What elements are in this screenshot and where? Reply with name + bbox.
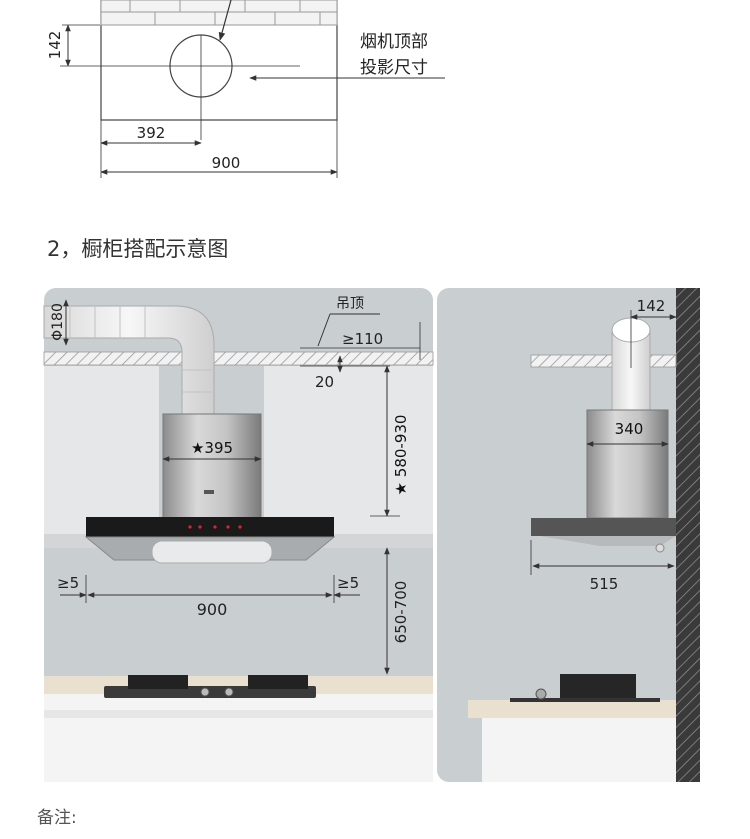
burner-left <box>128 675 188 689</box>
duct-diameter-text: Φ180 <box>50 303 66 341</box>
wall-bricks <box>100 0 338 26</box>
install-height-text: 650-700 <box>392 581 410 644</box>
note-label: 备注: <box>37 808 77 828</box>
hood-glass-panel <box>86 517 334 537</box>
chimney-depth-text: 340 <box>615 420 644 438</box>
projection-label-line1: 烟机顶部 <box>360 32 428 52</box>
side-gap-left-text: ≥5 <box>57 574 79 592</box>
outlet-pointer <box>218 0 232 41</box>
top-projection-diagram: 142 392 900 烟机顶部 投影尺寸 <box>46 0 445 178</box>
chimney-height-text: ★ 580-930 <box>392 415 410 496</box>
hood-width-text: 900 <box>197 600 228 619</box>
side-wall <box>676 288 700 782</box>
side-hood-panel <box>531 518 676 536</box>
upper-cabinet-right <box>264 366 433 534</box>
dim-392-text: 392 <box>137 124 166 142</box>
ceiling-clearance-text: ≥110 <box>342 330 383 348</box>
hood-depth-text: 515 <box>590 575 619 593</box>
side-chimney <box>586 409 669 519</box>
duct-offset-text: 142 <box>637 297 666 315</box>
ceiling-gap-text: 20 <box>315 373 334 391</box>
side-gap-right-text: ≥5 <box>337 574 359 592</box>
side-burner <box>560 674 636 700</box>
chimney-width-text: ★395 <box>191 439 233 457</box>
section-title: 2，橱柜搭配示意图 <box>47 237 228 261</box>
lower-cabinet <box>44 694 433 782</box>
side-ceiling-hatch <box>530 354 677 368</box>
hood-chimney <box>162 413 262 519</box>
ceiling-hatch <box>43 351 434 366</box>
ceiling-label: 吊顶 <box>336 296 364 312</box>
hood-light-bar <box>151 540 273 564</box>
side-countertop <box>468 700 676 718</box>
side-hood-base <box>540 536 676 546</box>
projection-label-line2: 投影尺寸 <box>360 58 428 78</box>
front-view-panel: Φ180 吊顶 ≥110 20 ★395 ≥5 ≥5 900 <box>43 288 434 782</box>
dim-142-text: 142 <box>46 31 64 60</box>
side-view-panel: 142 340 515 <box>437 288 700 782</box>
burner-right <box>248 675 308 689</box>
upper-cabinet-left <box>44 366 159 534</box>
dim-900-text: 900 <box>212 154 241 172</box>
side-lower-cabinet <box>482 718 676 782</box>
control-lights <box>188 525 242 529</box>
